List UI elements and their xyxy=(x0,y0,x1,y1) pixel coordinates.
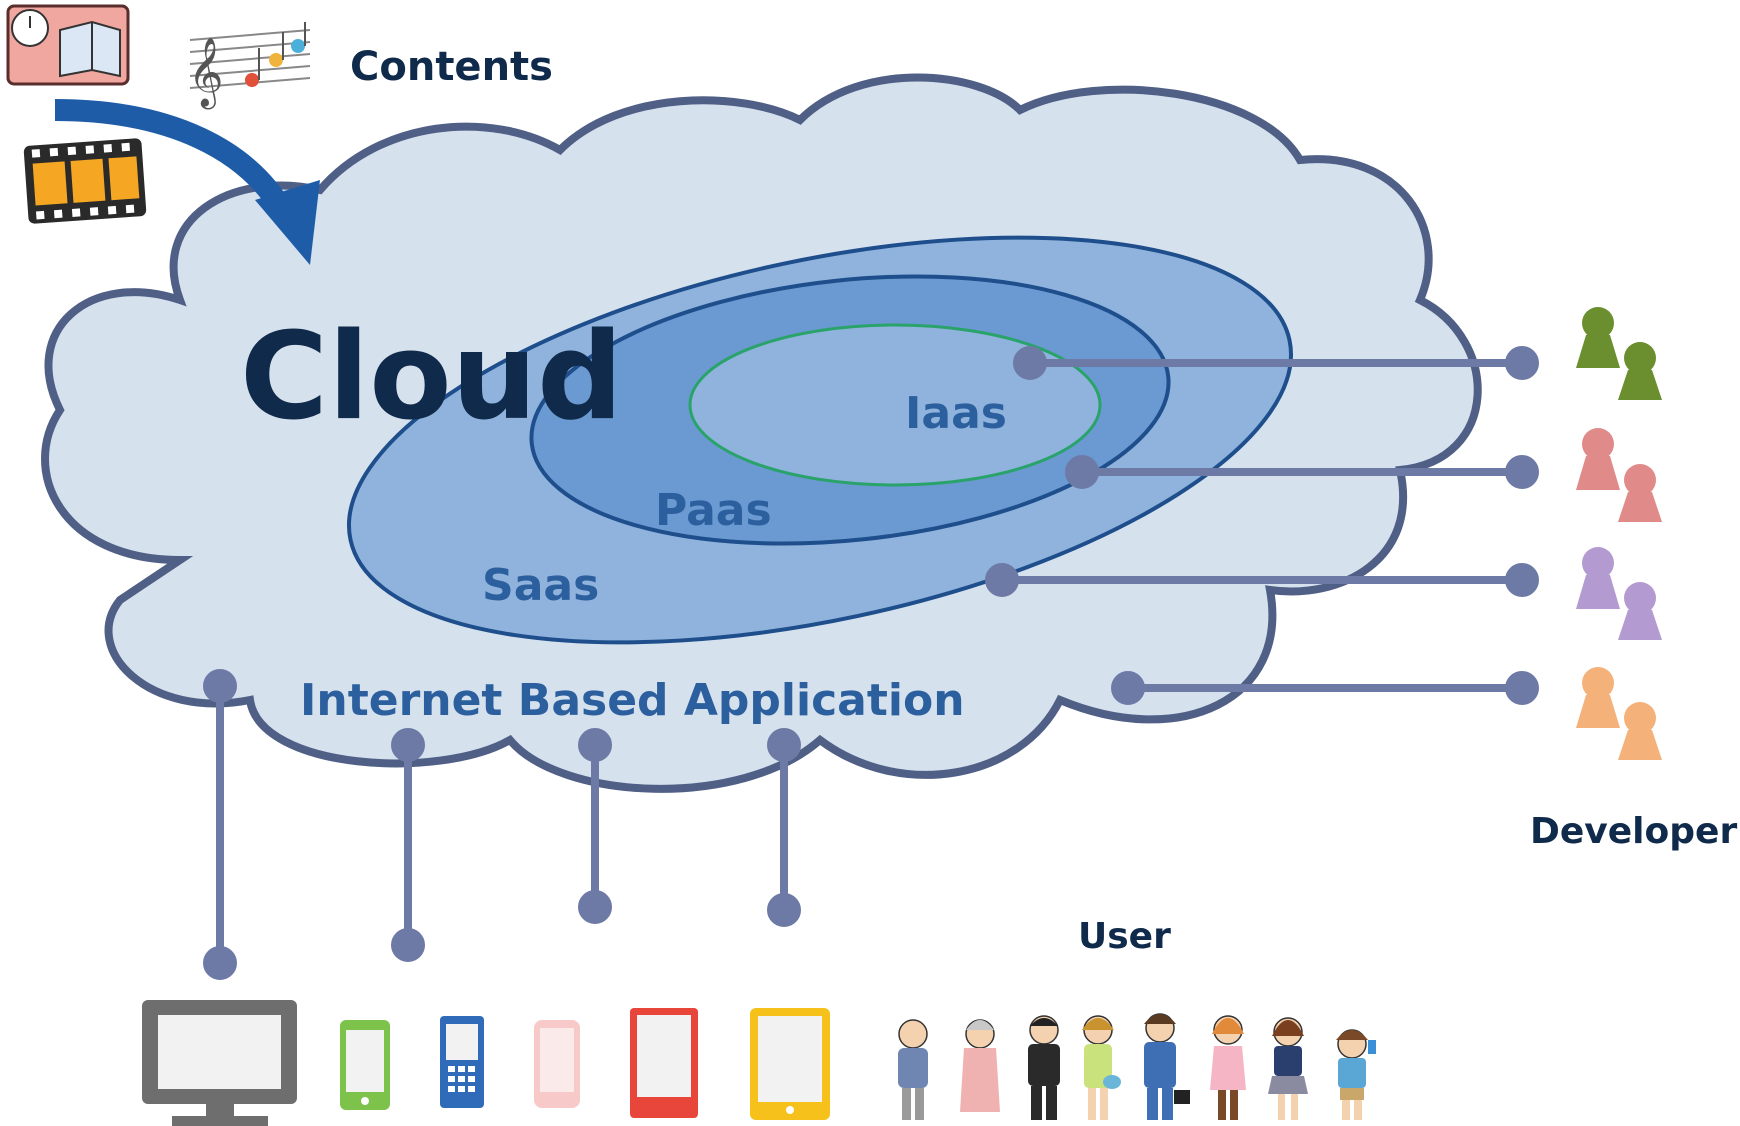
boy-with-phone-icon xyxy=(1336,1029,1376,1120)
users-group xyxy=(898,1013,1376,1120)
man-with-briefcase-icon xyxy=(1144,1013,1190,1120)
elderly-man-icon xyxy=(898,1019,928,1120)
contents-arrow xyxy=(54,99,295,221)
developer-group xyxy=(1576,307,1662,760)
developer-pair-icon xyxy=(1576,547,1662,640)
iaas-ellipse xyxy=(688,323,1102,487)
developer-pair-icon xyxy=(1576,428,1662,522)
desktop-monitor-icon xyxy=(142,1000,297,1126)
smartphone-pink-icon xyxy=(534,1020,580,1108)
user-connectors xyxy=(203,669,801,980)
cloud-title: Cloud xyxy=(240,308,623,447)
elderly-woman-icon xyxy=(960,1019,1000,1112)
schoolgirl-icon xyxy=(1268,1017,1308,1120)
clock-calendar-book-icon xyxy=(6,4,130,86)
user-label: User xyxy=(1078,916,1171,957)
music-notes-icon: 𝄞 xyxy=(188,22,311,109)
young-woman-icon xyxy=(1210,1015,1246,1120)
developer-connectors xyxy=(985,346,1539,705)
developer-pair-icon xyxy=(1576,667,1662,760)
developer-label: Developer xyxy=(1530,811,1737,852)
feature-phone-blue-icon xyxy=(440,1016,484,1108)
svg-text:𝄞: 𝄞 xyxy=(188,37,223,109)
film-strip-icon xyxy=(23,138,147,224)
woman-with-bag-icon xyxy=(1082,1015,1121,1120)
internet-app-label: Internet Based Application xyxy=(300,675,965,726)
iaas-label: Iaas xyxy=(905,388,1007,439)
tablet-red-icon xyxy=(630,1008,698,1118)
developer-pair-icon xyxy=(1576,307,1662,400)
paas-label: Paas xyxy=(655,485,772,536)
businessman-icon xyxy=(1028,1015,1060,1120)
tablet-yellow-icon xyxy=(750,1008,830,1120)
saas-label: Saas xyxy=(482,560,599,611)
contents-arrow-head xyxy=(255,180,320,265)
smartphone-green-icon xyxy=(340,1020,390,1110)
contents-label: Contents xyxy=(350,44,553,90)
